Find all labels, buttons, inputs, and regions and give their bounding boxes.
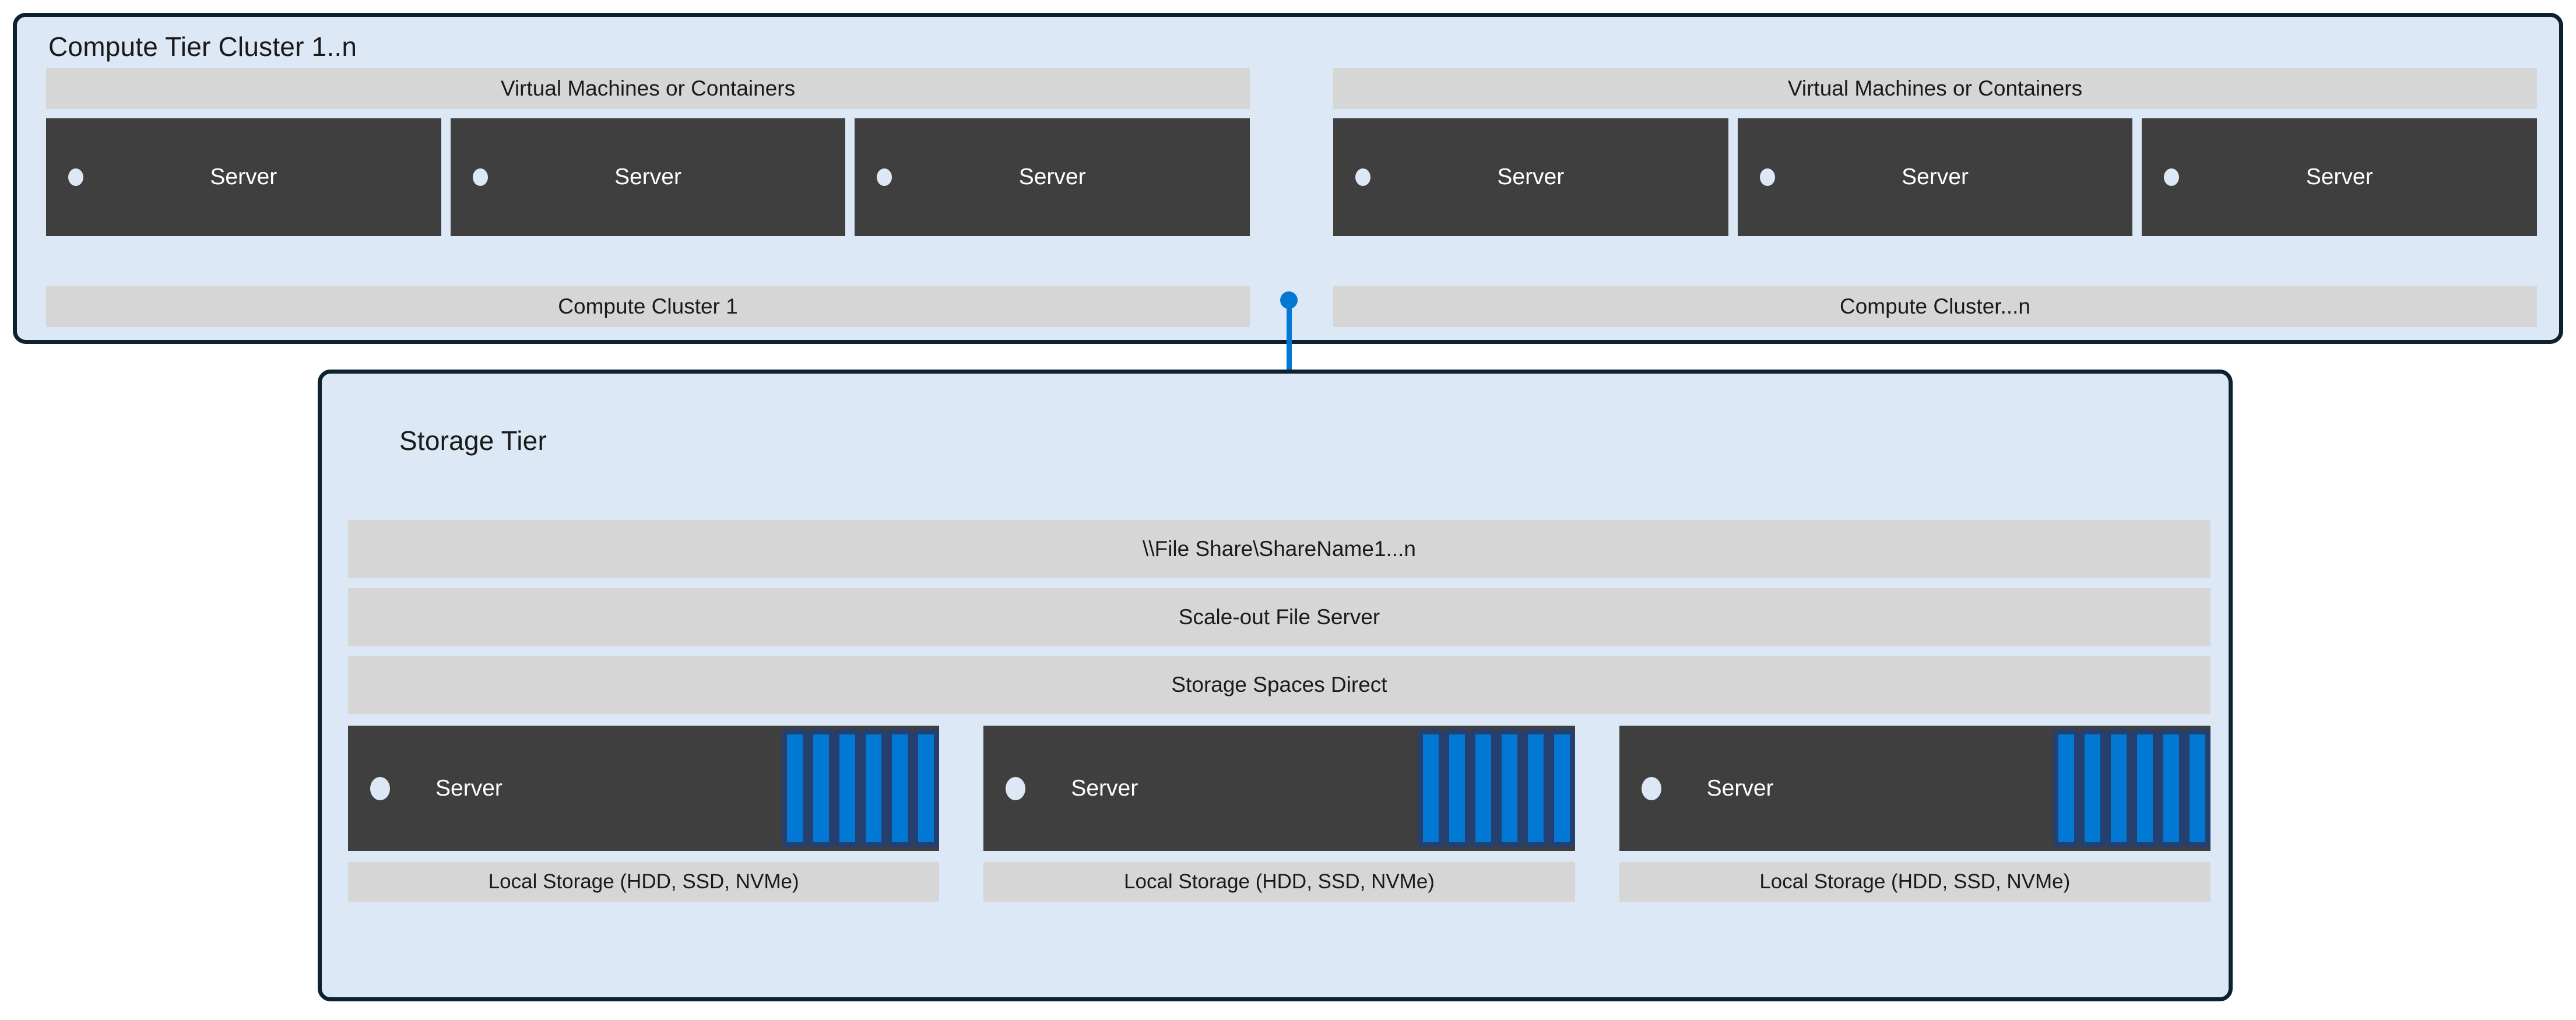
disk-icon xyxy=(887,729,913,847)
compute-tier-title: Compute Tier Cluster 1..n xyxy=(48,31,357,62)
connector-stem xyxy=(1287,297,1292,414)
disk-icon xyxy=(2079,729,2106,847)
compute-cluster-n-workload-band: Virtual Machines or Containers xyxy=(1333,68,2537,109)
compute-server-label: Server xyxy=(1018,164,1086,189)
compute-cluster-1-server-row: Server Server Server xyxy=(46,118,1250,236)
status-led-icon xyxy=(472,168,488,186)
compute-server[interactable]: Server xyxy=(1737,118,2133,236)
file-share-band: \\File Share\ShareName1...n xyxy=(348,520,2210,578)
compute-cluster-n-name-band: Compute Cluster...n xyxy=(1333,286,2537,327)
disk-icon xyxy=(860,729,887,847)
local-storage-caption: Local Storage (HDD, SSD, NVMe) xyxy=(348,862,940,902)
storage-server[interactable]: Server xyxy=(983,726,1575,851)
compute-server[interactable]: Server xyxy=(855,118,1250,236)
disk-icon xyxy=(834,729,861,847)
status-led-icon xyxy=(370,776,390,800)
storage-spaces-direct-band: Storage Spaces Direct xyxy=(348,656,2210,714)
storage-tier-container: Storage Tier \\File Share\ShareName1...n… xyxy=(318,370,2233,1001)
storage-node: Server Local Storage (HDD, SSD, NVMe) xyxy=(348,726,940,971)
compute-cluster-1-workload-band: Virtual Machines or Containers xyxy=(46,68,1250,109)
storage-node: Server Local Storage (HDD, SSD, NVMe) xyxy=(983,726,1575,971)
storage-server-label: Server xyxy=(1706,775,1774,801)
compute-tier-container: Compute Tier Cluster 1..n Virtual Machin… xyxy=(13,13,2563,344)
compute-server-label: Server xyxy=(614,164,681,189)
disk-bay xyxy=(2053,729,2210,847)
compute-server[interactable]: Server xyxy=(450,118,846,236)
compute-server-label: Server xyxy=(1902,164,1969,189)
compute-cluster-n-server-row: Server Server Server xyxy=(1333,118,2538,236)
status-led-icon xyxy=(2164,168,2180,186)
compute-server-label: Server xyxy=(210,164,277,189)
disk-icon xyxy=(2184,729,2210,847)
disk-bay xyxy=(1417,729,1575,847)
disk-icon xyxy=(2131,729,2158,847)
disk-icon xyxy=(2157,729,2184,847)
disk-icon xyxy=(1417,729,1444,847)
compute-server[interactable]: Server xyxy=(46,118,441,236)
storage-node-row: Server Local Storage (HDD, SSD, NVMe) Se… xyxy=(348,726,2210,971)
disk-icon xyxy=(1522,729,1549,847)
disk-icon xyxy=(1443,729,1470,847)
disk-icon xyxy=(1496,729,1523,847)
compute-server-label: Server xyxy=(1497,164,1565,189)
storage-server-label: Server xyxy=(435,775,502,801)
local-storage-caption: Local Storage (HDD, SSD, NVMe) xyxy=(1619,862,2210,902)
disk-icon xyxy=(913,729,940,847)
scale-out-file-server-band: Scale-out File Server xyxy=(348,588,2210,646)
disk-icon xyxy=(2053,729,2079,847)
compute-cluster-1-name-band: Compute Cluster 1 xyxy=(46,286,1250,327)
disk-icon xyxy=(1470,729,1496,847)
status-led-icon xyxy=(1006,776,1026,800)
disk-icon xyxy=(1548,729,1575,847)
status-led-icon xyxy=(1355,168,1370,186)
status-led-icon xyxy=(1759,168,1775,186)
disk-icon xyxy=(808,729,835,847)
storage-tier-title: Storage Tier xyxy=(399,425,547,456)
compute-server[interactable]: Server xyxy=(1333,118,1728,236)
disk-bay xyxy=(782,729,940,847)
storage-node: Server Local Storage (HDD, SSD, NVMe) xyxy=(1619,726,2210,971)
storage-server-label: Server xyxy=(1071,775,1138,801)
compute-server[interactable]: Server xyxy=(2142,118,2538,236)
compute-cluster-1: Virtual Machines or Containers Server Se… xyxy=(46,68,1250,327)
storage-server[interactable]: Server xyxy=(348,726,940,851)
status-led-icon xyxy=(877,168,892,186)
local-storage-caption: Local Storage (HDD, SSD, NVMe) xyxy=(983,862,1575,902)
disk-icon xyxy=(2105,729,2132,847)
compute-server-label: Server xyxy=(2306,164,2373,189)
compute-cluster-n: Virtual Machines or Containers Server Se… xyxy=(1333,68,2538,327)
disk-icon xyxy=(782,729,809,847)
status-led-icon xyxy=(68,168,83,186)
status-led-icon xyxy=(1641,776,1661,800)
storage-server[interactable]: Server xyxy=(1619,726,2210,851)
